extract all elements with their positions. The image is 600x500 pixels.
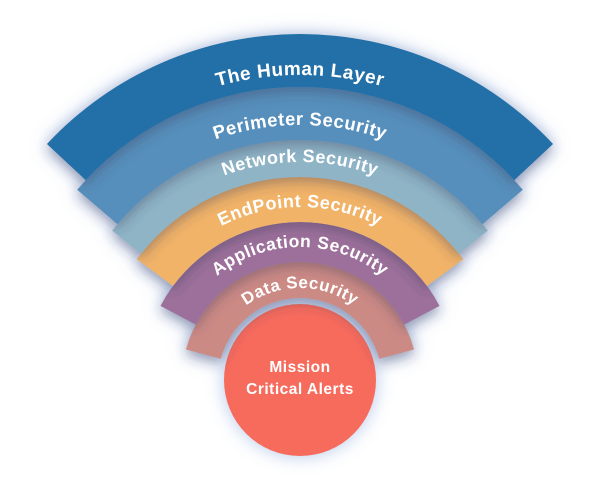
layer-arc-endpoint-security [136,177,464,287]
layer-arc-network-security [112,139,488,254]
layer-arc-perimeter-security [77,87,523,225]
layer-arc-application-security [160,222,440,325]
layer-bands-group [46,33,554,456]
layer-arc-data-security [186,262,414,359]
core-circle-mission-critical-alerts [224,304,376,456]
layer-arc-human-layer [46,33,554,181]
